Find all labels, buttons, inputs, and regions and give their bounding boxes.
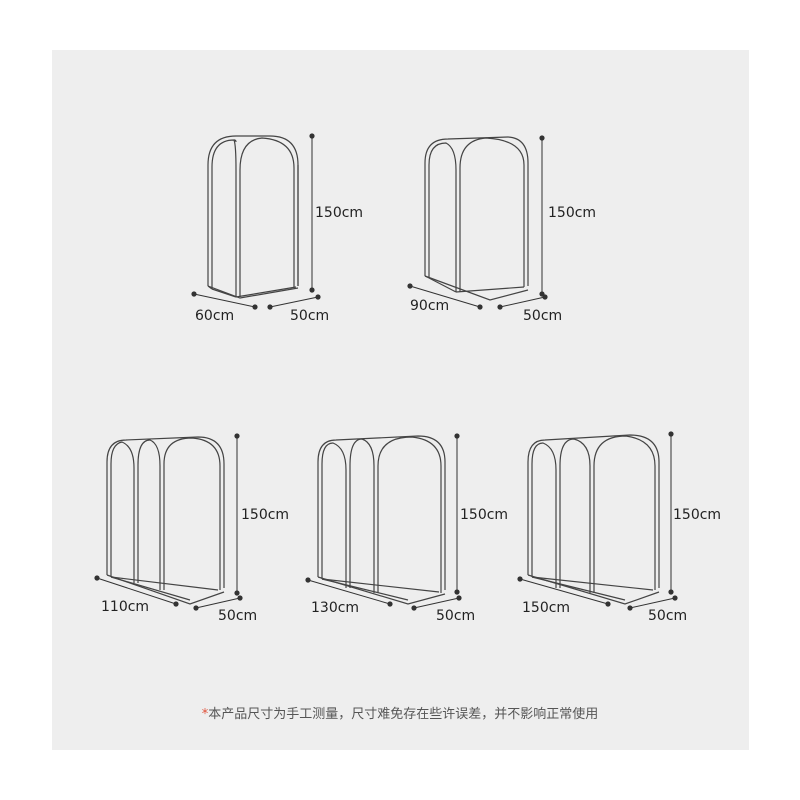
depth-label-5: 50cm	[648, 608, 687, 624]
measurement-note: *本产品尺寸为手工测量，尺寸难免存在些许误差，并不影响正常使用	[0, 703, 800, 722]
depth-dim-5	[627, 595, 678, 611]
note-marker: *	[201, 707, 209, 722]
wardrobe-110cm	[106, 436, 225, 605]
height-label-3: 150cm	[241, 507, 289, 523]
depth-dim-1	[267, 294, 321, 310]
height-label-1: 150cm	[315, 205, 363, 221]
depth-label-1: 50cm	[290, 308, 329, 324]
width-label-2: 90cm	[410, 298, 449, 314]
width-label-3: 110cm	[101, 599, 149, 615]
depth-label-3: 50cm	[218, 608, 257, 624]
height-label-4: 150cm	[460, 507, 508, 523]
width-dim-4	[305, 577, 393, 607]
note-text: 本产品尺寸为手工测量，尺寸难免存在些许误差，并不影响正常使用	[208, 707, 599, 722]
depth-label-2: 50cm	[523, 308, 562, 324]
depth-dim-2	[497, 294, 548, 310]
width-dim-1	[191, 291, 258, 310]
wardrobe-130cm	[317, 435, 446, 605]
width-dim-5	[517, 576, 611, 607]
depth-dim-3	[193, 595, 243, 611]
depth-label-4: 50cm	[436, 608, 475, 624]
diagram-panel	[52, 50, 749, 750]
width-label-5: 150cm	[522, 600, 570, 616]
wardrobe-150cm	[527, 434, 660, 605]
width-label-1: 60cm	[195, 308, 234, 324]
width-label-4: 130cm	[311, 600, 359, 616]
wardrobe-60cm	[207, 135, 299, 299]
depth-dim-4	[411, 595, 462, 611]
width-dim-3	[94, 575, 179, 607]
wardrobe-90cm	[424, 136, 529, 301]
width-dim-2	[407, 283, 483, 310]
height-label-5: 150cm	[673, 507, 721, 523]
height-label-2: 150cm	[548, 205, 596, 221]
